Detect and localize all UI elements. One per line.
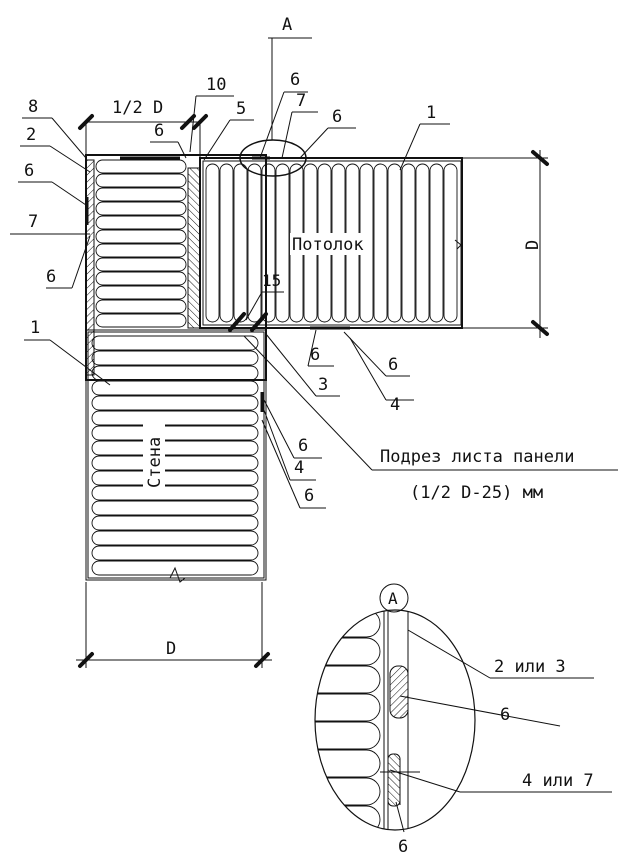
pos-3: 3: [318, 375, 328, 395]
pos-8: 8: [28, 97, 38, 117]
pos-6f: 6: [310, 345, 320, 365]
insulation-coil: [95, 271, 187, 286]
dimension-half-d: 1/2 D: [78, 98, 208, 160]
pos-15: 15: [262, 271, 281, 290]
insulation-coil: [95, 257, 187, 272]
insulation-coil: [315, 749, 381, 778]
insulation-coil: [91, 470, 259, 486]
detail-a-label: A: [282, 15, 292, 35]
wall-insulation-upper: [95, 159, 187, 328]
insulation-coil: [91, 455, 259, 471]
pos-4a: 4: [390, 395, 400, 415]
left-leaders: 8 2 6 7 6 1: [10, 97, 111, 386]
insulation-coil: [95, 299, 187, 314]
insulation-coil: [91, 350, 259, 366]
pos-1b: 1: [426, 103, 436, 123]
insulation-coil: [401, 163, 416, 323]
insulation-coil: [315, 721, 381, 750]
detail-a-callout: A 2 или 3 6 4 или 7 6: [300, 583, 612, 861]
insulation-coil: [429, 163, 444, 323]
pos-6i: 6: [304, 486, 314, 506]
dimension-d-horizontal: D: [76, 582, 272, 668]
insulation-coil: [95, 187, 187, 202]
insulation-coil: [91, 560, 259, 576]
insulation-coil: [443, 163, 458, 323]
insulation-coil: [205, 163, 220, 323]
insulation-coil: [315, 665, 381, 694]
insulation-coil: [247, 163, 262, 323]
corner-seal-strip: [187, 167, 201, 329]
ceiling-label: Потолок: [292, 235, 364, 255]
detail-a-highlight: [239, 139, 307, 177]
wall-panel: [85, 154, 267, 583]
callout-a-label: A: [388, 589, 398, 608]
panel-cut-formula: (1/2 D-25) мм: [410, 483, 543, 503]
insulation-coil: [91, 530, 259, 546]
insulation-coil: [91, 500, 259, 516]
top-leaders: 10 5 6 6 7 6 1: [150, 70, 450, 171]
detail-a-marker: A: [268, 15, 312, 140]
pos-2: 2: [26, 125, 36, 145]
insulation-coil: [91, 485, 259, 501]
pos-1a: 1: [30, 318, 40, 338]
insulation-coil: [91, 410, 259, 426]
wall-side-leaders: 6 4 6 Подрез листа панели (1/2 D-25) мм: [243, 335, 618, 509]
half-d-label: 1/2 D: [112, 98, 163, 118]
pos-6c: 6: [154, 121, 164, 141]
insulation-coil: [95, 201, 187, 216]
pos-6b: 6: [46, 267, 56, 287]
pos-10: 10: [206, 75, 226, 95]
detail-4or7-label: 4 или 7: [522, 771, 594, 791]
insulation-coil: [387, 163, 402, 323]
insulation-coil: [315, 693, 381, 722]
insulation-coil: [91, 365, 259, 381]
insulation-coil: [315, 610, 381, 638]
insulation-coil: [300, 834, 380, 861]
pos-7a: 7: [28, 212, 38, 232]
insulation-coil: [95, 285, 187, 300]
pos-6g: 6: [388, 355, 398, 375]
insulation-coil: [91, 515, 259, 531]
pos-6k: 6: [398, 837, 408, 857]
panel-cut-label: Подрез листа панели: [380, 447, 574, 467]
pos-6j: 6: [500, 705, 510, 725]
insulation-coil: [415, 163, 430, 323]
pos-5: 5: [236, 99, 246, 119]
insulation-coil: [91, 395, 259, 411]
center-leaders: 15 6 3 6 4: [228, 271, 414, 415]
insulation-coil: [275, 163, 290, 323]
insulation-coil: [315, 777, 381, 806]
d-vertical-label: D: [523, 240, 543, 250]
pos-7b: 7: [296, 91, 306, 111]
wall-insulation-lower: [91, 335, 259, 576]
insulation-coil: [95, 229, 187, 244]
insulation-coil: [91, 425, 259, 441]
insulation-coil: [95, 313, 187, 328]
pos-6e: 6: [332, 107, 342, 127]
insulation-coil: [95, 243, 187, 258]
insulation-coil: [91, 545, 259, 561]
insulation-coil: [315, 637, 381, 666]
pos-4b: 4: [294, 458, 304, 478]
insulation-coil: [373, 163, 388, 323]
pos-6h: 6: [298, 436, 308, 456]
insulation-coil: [315, 805, 381, 830]
insulation-coil: [95, 215, 187, 230]
insulation-coil: [91, 335, 259, 351]
insulation-coil: [219, 163, 234, 323]
insulation-coil: [91, 440, 259, 456]
insulation-coil: [95, 159, 187, 174]
detail-2or3-label: 2 или 3: [494, 657, 566, 677]
wall-label: Стена: [145, 437, 165, 488]
insulation-coil: [95, 173, 187, 188]
insulation-coil: [233, 163, 248, 323]
d-horizontal-label: D: [166, 639, 176, 659]
pos-6d: 6: [290, 70, 300, 90]
pos-6a: 6: [24, 161, 34, 181]
insulation-coil: [261, 163, 276, 323]
insulation-coil: [91, 380, 259, 396]
dimension-d-vertical: D: [462, 150, 549, 338]
